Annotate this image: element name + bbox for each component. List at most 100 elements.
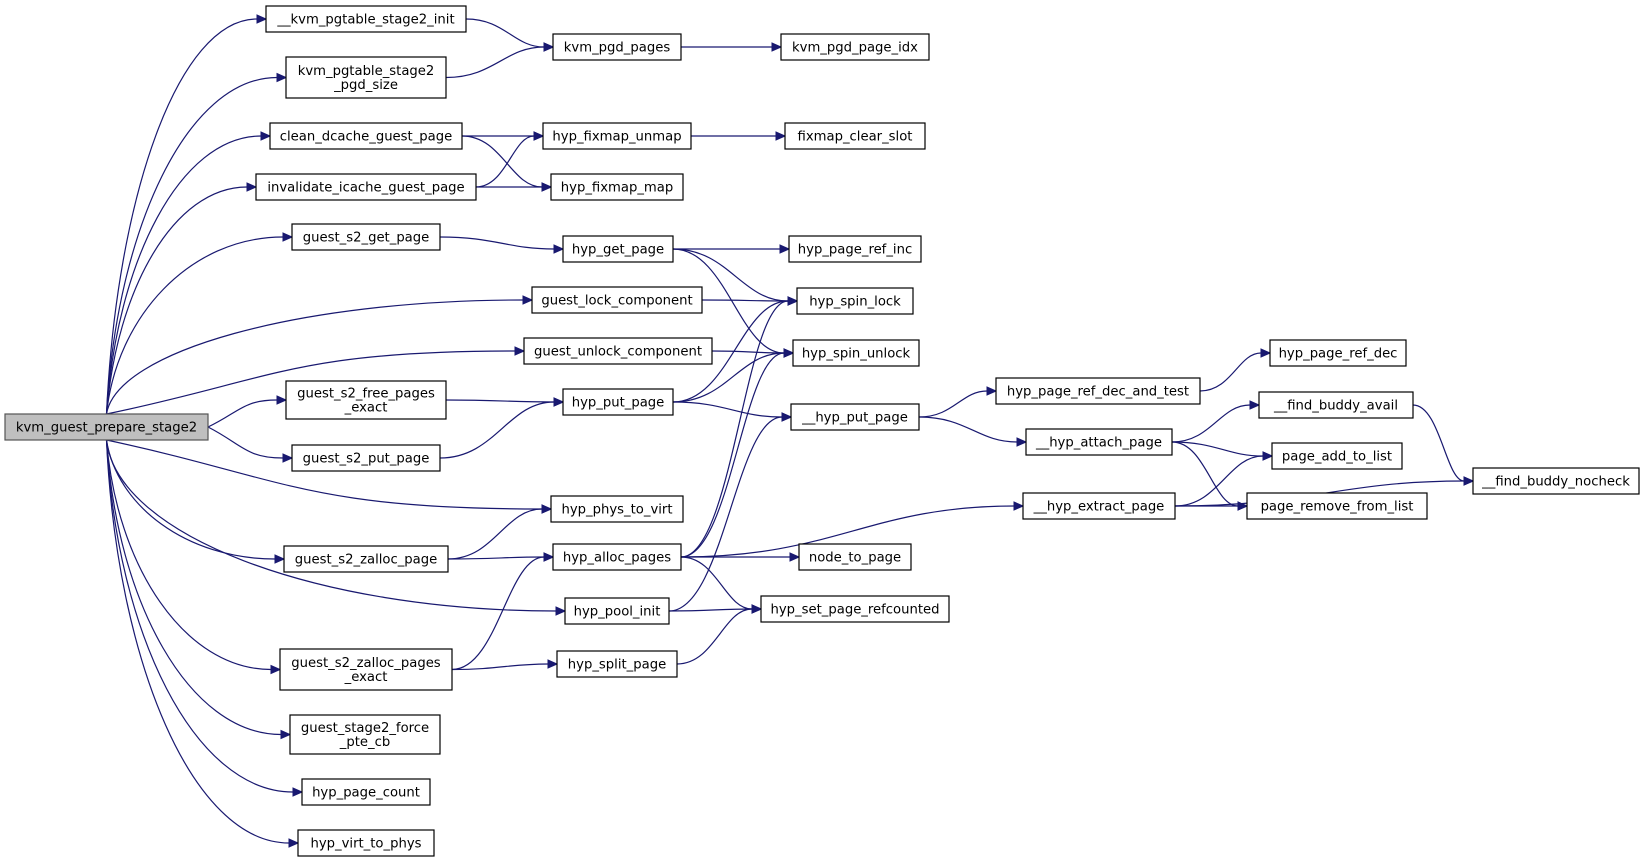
- node-page-add-to-list[interactable]: page_add_to_list: [1271, 442, 1403, 470]
- node-guest-s2-get-page[interactable]: guest_s2_get_page: [291, 223, 441, 251]
- node-hyp-put-page[interactable]: __hyp_put_page: [790, 403, 920, 431]
- edge-hyp-pool-init-to-hyp-put-page: [668, 412, 793, 612]
- edge-hyp-alloc-pages-to-hyp-spin-unlock: [680, 348, 795, 558]
- node-label: guest_lock_component: [541, 294, 692, 309]
- node-label: hyp_get_page: [572, 243, 664, 258]
- node-guest-s2-put-page[interactable]: guest_s2_put_page: [291, 444, 441, 472]
- node-node-to-page[interactable]: node_to_page: [798, 543, 912, 571]
- node-box: [297, 829, 435, 857]
- node-kvm-pgtable-stage2-init[interactable]: __kvm_pgtable_stage2_init: [265, 5, 467, 33]
- edge-guest-s2-zalloc-pages-exact-to-hyp-alloc-pages: [451, 552, 555, 671]
- edge-kvm-guest-prepare-stage2-to-guest-s2-put-page: [207, 426, 294, 463]
- node-box: [780, 33, 930, 61]
- node-label: __find_buddy_nocheck: [1481, 475, 1630, 490]
- node-hyp-set-page-refcounted[interactable]: hyp_set_page_refcounted: [760, 595, 950, 623]
- node-box: [796, 287, 914, 315]
- node-hyp-get-page[interactable]: hyp_get_page: [562, 235, 674, 263]
- node-find-buddy-nocheck[interactable]: __find_buddy_nocheck: [1472, 467, 1640, 495]
- node-hyp-put-page[interactable]: hyp_put_page: [562, 388, 674, 416]
- node-label: guest_s2_put_page: [303, 452, 430, 467]
- node-box: [289, 714, 441, 755]
- node-hyp-page-ref-dec[interactable]: hyp_page_ref_dec: [1269, 339, 1407, 367]
- node-box: [1269, 339, 1407, 367]
- node-guest-s2-zalloc-pages-exact[interactable]: guest_s2_zalloc_pages_exact: [279, 648, 453, 691]
- node-kvm-pgd-page-idx[interactable]: kvm_pgd_page_idx: [780, 33, 930, 61]
- node-guest-lock-component[interactable]: guest_lock_component: [531, 286, 703, 314]
- edge-kvm-pgd-pages-to-kvm-pgd-page-idx: [681, 42, 783, 52]
- edge-hyp-alloc-pages-to-node-to-page: [680, 552, 801, 562]
- node-box: [265, 5, 467, 33]
- node-hyp-spin-unlock[interactable]: hyp_spin_unlock: [792, 339, 920, 367]
- node-box: [552, 33, 682, 61]
- edge-hyp-attach-page-to-page-add-to-list: [1171, 441, 1274, 461]
- node-label: page_add_to_list: [1282, 450, 1392, 465]
- node-label: kvm_pgtable_stage2: [298, 64, 435, 79]
- node-hyp-fixmap-map[interactable]: hyp_fixmap_map: [550, 173, 684, 201]
- node-box: [291, 223, 441, 251]
- node-label: __find_buddy_avail: [1273, 399, 1398, 414]
- node-box: [285, 380, 447, 420]
- node-box: [792, 339, 920, 367]
- node-label: _pte_cb: [339, 735, 390, 750]
- edge-kvm-guest-prepare-stage2-to-guest-stage2-force-pte-cb: [105, 439, 292, 740]
- node-box: [1258, 391, 1414, 419]
- node-kvm-pgd-pages[interactable]: kvm_pgd_pages: [552, 33, 682, 61]
- node-label: hyp_page_ref_dec_and_test: [1007, 385, 1189, 400]
- node-guest-s2-free-pages-exact[interactable]: guest_s2_free_pages_exact: [285, 380, 447, 420]
- edge-hyp-alloc-pages-to-hyp-spin-lock: [680, 296, 799, 558]
- node-hyp-extract-page[interactable]: __hyp_extract_page: [1022, 492, 1176, 520]
- edge-kvm-guest-prepare-stage2-to-hyp-page-count: [105, 439, 304, 797]
- node-label: kvm_pgd_page_idx: [792, 41, 918, 56]
- edge-kvm-guest-prepare-stage2-to-clean-dcache-guest-page: [105, 131, 272, 415]
- node-find-buddy-avail[interactable]: __find_buddy_avail: [1258, 391, 1414, 419]
- edge-hyp-page-ref-dec-and-test-to-hyp-page-ref-dec: [1199, 348, 1272, 392]
- edge-kvm-guest-prepare-stage2-to-guest-lock-component: [105, 295, 534, 415]
- node-fixmap-clear-slot[interactable]: fixmap_clear_slot: [784, 122, 926, 150]
- node-guest-stage2-force-pte-cb[interactable]: guest_stage2_force_pte_cb: [289, 714, 441, 755]
- node-kvm-guest-prepare-stage2[interactable]: kvm_guest_prepare_stage2: [4, 413, 209, 441]
- edge-kvm-guest-prepare-stage2-to-guest-unlock-component: [106, 346, 526, 415]
- node-invalidate-icache-guest-page[interactable]: invalidate_icache_guest_page: [255, 173, 477, 201]
- node-label: _exact: [344, 401, 388, 416]
- node-box: [531, 286, 703, 314]
- edge-hyp-alloc-pages-to-hyp-set-page-refcounted: [680, 556, 763, 614]
- node-label: hyp_spin_lock: [809, 295, 901, 310]
- edge-kvm-guest-prepare-stage2-to-invalidate-icache-guest-page: [105, 182, 258, 415]
- node-label: hyp_page_ref_inc: [798, 243, 912, 258]
- node-box: [269, 122, 463, 150]
- node-hyp-page-count[interactable]: hyp_page_count: [301, 778, 431, 806]
- node-guest-s2-zalloc-page[interactable]: guest_s2_zalloc_page: [283, 545, 449, 573]
- node-hyp-spin-lock[interactable]: hyp_spin_lock: [796, 287, 914, 315]
- edge-find-buddy-avail-to-find-buddy-nocheck: [1412, 404, 1475, 486]
- node-hyp-virt-to-phys[interactable]: hyp_virt_to_phys: [297, 829, 435, 857]
- edge-invalidate-icache-guest-page-to-hyp-fixmap-map: [475, 182, 553, 192]
- edge-invalidate-icache-guest-page-to-hyp-fixmap-unmap: [475, 131, 545, 188]
- node-label: kvm_guest_prepare_stage2: [16, 421, 197, 436]
- edge-guest-s2-put-page-to-hyp-put-page: [439, 397, 565, 459]
- node-label: _pgd_size: [333, 78, 398, 93]
- node-page-remove-from-list[interactable]: page_remove_from_list: [1246, 492, 1428, 520]
- node-box: [1472, 467, 1640, 495]
- node-label: hyp_put_page: [572, 396, 665, 411]
- node-clean-dcache-guest-page[interactable]: clean_dcache_guest_page: [269, 122, 463, 150]
- node-box: [291, 444, 441, 472]
- node-hyp-alloc-pages[interactable]: hyp_alloc_pages: [552, 543, 682, 571]
- node-label: hyp_phys_to_virt: [561, 503, 672, 518]
- node-guest-unlock-component[interactable]: guest_unlock_component: [523, 337, 713, 365]
- node-hyp-phys-to-virt[interactable]: hyp_phys_to_virt: [550, 495, 684, 523]
- node-box: [550, 173, 684, 201]
- node-box: [788, 235, 922, 263]
- node-hyp-page-ref-inc[interactable]: hyp_page_ref_inc: [788, 235, 922, 263]
- node-hyp-fixmap-unmap[interactable]: hyp_fixmap_unmap: [542, 122, 692, 150]
- node-label: guest_s2_get_page: [303, 231, 430, 246]
- node-hyp-page-ref-dec-and-test[interactable]: hyp_page_ref_dec_and_test: [995, 377, 1201, 405]
- node-label: page_remove_from_list: [1261, 500, 1414, 515]
- node-hyp-pool-init[interactable]: hyp_pool_init: [564, 597, 670, 625]
- edge-hyp-attach-page-to-find-buddy-avail: [1171, 400, 1261, 443]
- node-kvm-pgtable-stage2-pgd-size[interactable]: kvm_pgtable_stage2_pgd_size: [285, 56, 447, 99]
- node-hyp-attach-page[interactable]: __hyp_attach_page: [1025, 428, 1173, 456]
- edge-kvm-guest-prepare-stage2-to-kvm-pgtable-stage2-pgd-size: [105, 72, 288, 415]
- node-box: [255, 173, 477, 201]
- node-hyp-split-page[interactable]: hyp_split_page: [556, 650, 678, 678]
- node-label: hyp_page_ref_dec: [1279, 347, 1398, 362]
